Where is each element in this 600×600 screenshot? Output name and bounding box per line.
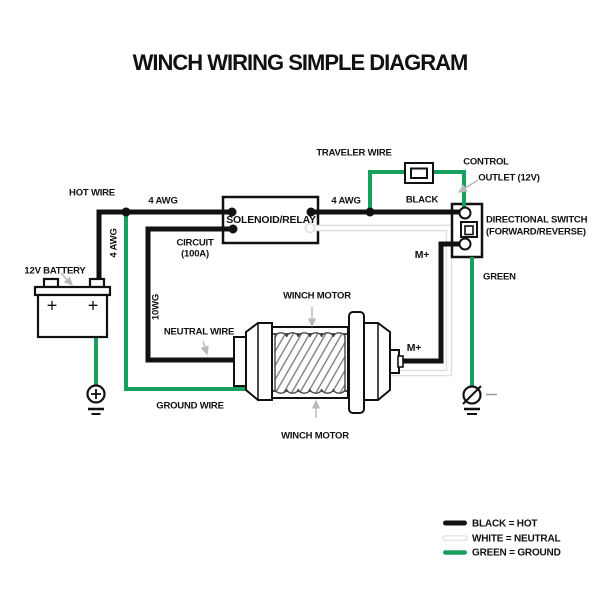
circuit-wire-to-motor [145,226,240,363]
motor-right-cap [363,322,391,401]
legend-swatch-green [443,550,467,555]
directional-switch-label-line2: (FORWARD/REVERSE) [486,226,586,237]
hot-wire-label: HOT WIRE [69,187,115,199]
neutral-wire-core [312,226,451,375]
legend-label-neutral: WHITE = NEUTRAL [472,533,561,544]
m-plus-wire [399,241,459,364]
directional-switch-label-line1: DIRECTIONAL SWITCH [486,214,588,226]
gauge-label: 10WG [150,293,162,321]
battery-symbol [33,277,112,339]
battery-post-left [42,277,60,289]
ground-symbol-left [86,384,106,415]
circuit-label-line1: CIRCUIT [176,237,214,249]
motor-left-cap [245,322,273,401]
battery-plus-right: + [87,295,99,316]
legend-swatches [442,520,468,555]
awg-label-battery: 4 AWG [148,195,178,207]
battery-label-arrow [60,272,73,287]
battery-post-right [88,277,106,289]
winch-motor-label-top: WINCH MOTOR [283,290,351,302]
control-outlet-label-line2: OUTLET (12V) [478,172,540,184]
directional-switch-details [458,206,478,251]
neutral-label-arrow [200,340,209,356]
ground-wire-label: GROUND WIRE [156,400,224,412]
circuit-label-line2: (100A) [181,248,209,260]
battery-body [36,293,109,339]
battery-label: 12V BATTERY [24,265,86,277]
ground-slash [462,385,482,405]
junction-dot [227,207,237,217]
solenoid-relay-box [221,195,320,245]
hot-wires [96,209,460,364]
motor-right-nub [397,355,404,368]
neutral-wire-path [304,222,453,377]
neutral-terminal-dot [304,222,316,234]
junction-dots [121,207,375,234]
motor-left-terminal [233,336,247,387]
motor-flange [348,311,365,414]
legend-swatch-white [442,535,468,541]
page-title: WINCH WIRING SIMPLE DIAGRAM [132,50,469,75]
control-outlet-leader [457,179,479,193]
battery-plus-left: + [46,295,58,316]
switch-terminal-top [458,206,472,220]
winch-motor-label-bottom: WINCH MOTOR [281,430,349,442]
ground-wire-to-motor [124,212,247,391]
switch-terminal-bottom [458,237,472,251]
legend-label-hot: BLACK = HOT [472,518,538,529]
m-plus-label-motor: M+ [406,342,422,354]
junction-dot [365,207,375,217]
control-outlet-symbol [404,162,434,184]
solenoid-label: SOLENOID/RELAY [226,214,316,226]
black-wire-label: BLACK [405,194,439,206]
battery-rim [33,285,112,297]
m-plus-label-switch: M+ [414,249,430,261]
control-outlet-inner [410,167,428,179]
control-outlet-label-line1: CONTROL [463,156,509,168]
legend-swatch-black [443,520,467,526]
motor-coil [274,332,346,394]
hot-wire-battery-to-solenoid [96,209,232,284]
ground-plus [91,389,101,399]
switch-actuator-inner [464,225,474,236]
winch-motor-symbol [233,311,404,414]
junction-dot [306,207,316,217]
legend-label-ground: GREEN = GROUND [472,547,561,559]
junction-dot [228,224,238,234]
annotation-arrows [60,179,479,418]
traveler-wire-label: TRAVELER WIRE [316,147,392,159]
green-wire-label: GREEN [483,271,516,283]
junction-dot [121,207,131,217]
neutral-wire-label: NEUTRAL WIRE [163,326,235,338]
awg-label-solenoid: 4 AWG [331,195,361,207]
ground-symbol-right [462,385,497,415]
awg-label-vertical: 4 AWG [108,228,120,258]
